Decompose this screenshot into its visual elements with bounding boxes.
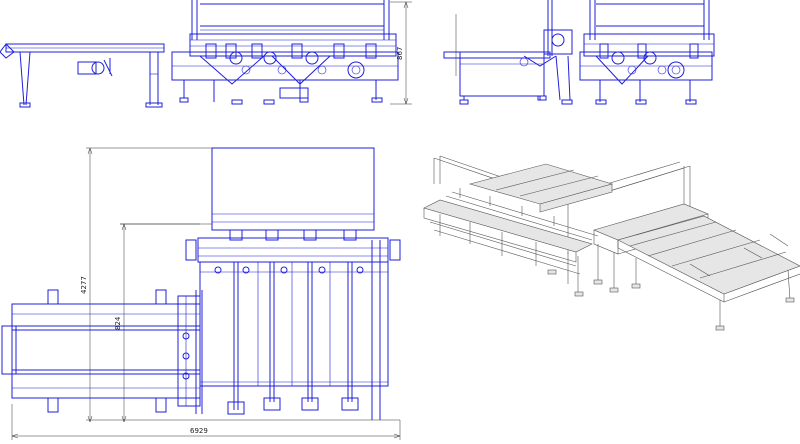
dimension-824: 824 — [114, 316, 122, 330]
gripper-units-front — [205, 43, 377, 79]
right-station-side — [579, 0, 715, 105]
plan-view: 4277 824 6929 — [1, 147, 401, 440]
front-elevation-view: 867 — [0, 0, 412, 108]
iso-outfeed-conveyor — [617, 215, 800, 331]
feed-table-outline — [211, 147, 375, 231]
main-frame-front — [171, 0, 399, 105]
height-dimension: 867 — [390, 1, 412, 105]
iso-feed-table — [468, 163, 614, 213]
gripper-rails — [233, 262, 353, 410]
plan-dimensions: 4277 824 6929 — [11, 147, 401, 440]
isometric-view — [423, 155, 800, 331]
dimension-867: 867 — [396, 47, 404, 60]
main-frame-plan — [185, 237, 401, 420]
dimension-4277: 4277 — [80, 276, 88, 294]
side-elevation-view — [443, 0, 715, 105]
iso-welding-bed — [423, 188, 599, 297]
infeed-conveyor-plan — [1, 289, 203, 414]
gripper-heads — [214, 229, 364, 415]
dimension-6929: 6929 — [190, 427, 208, 435]
infeed-conveyor — [0, 43, 165, 108]
left-station-side — [443, 0, 573, 105]
